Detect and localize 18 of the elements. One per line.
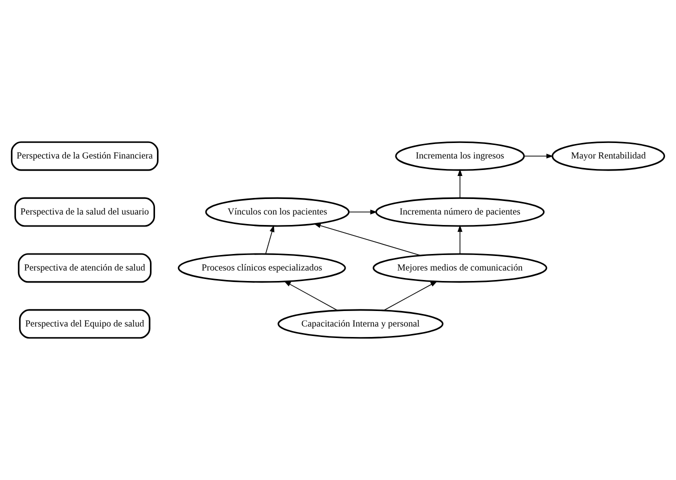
node-box: Perspectiva de la salud del usuario	[14, 197, 156, 227]
node-ellipse: Mayor Rentabilidad	[552, 141, 666, 171]
arrow	[458, 224, 462, 254]
node-box: Perspectiva del Equipo de salud	[19, 309, 150, 339]
arrow	[458, 168, 462, 198]
node-ellipse: Mejores medios de comunicación	[372, 253, 548, 283]
node-ellipse: Incrementa número de pacientes	[375, 197, 545, 227]
node-ellipse: Incrementa los ingresos	[395, 141, 525, 171]
node-ellipse: Capacitación Interna y personal	[278, 309, 444, 339]
arrow	[284, 280, 338, 311]
node-box: Perspectiva de la Gestión Financiera	[10, 141, 159, 171]
arrow	[524, 154, 554, 159]
arrow	[348, 210, 378, 214]
arrow	[265, 224, 274, 254]
node-ellipse: Procesos clínicos especializados	[178, 253, 346, 283]
arrow	[314, 223, 421, 256]
arrow	[383, 281, 438, 311]
node-box: Perspectiva de atención de salud	[18, 253, 152, 283]
